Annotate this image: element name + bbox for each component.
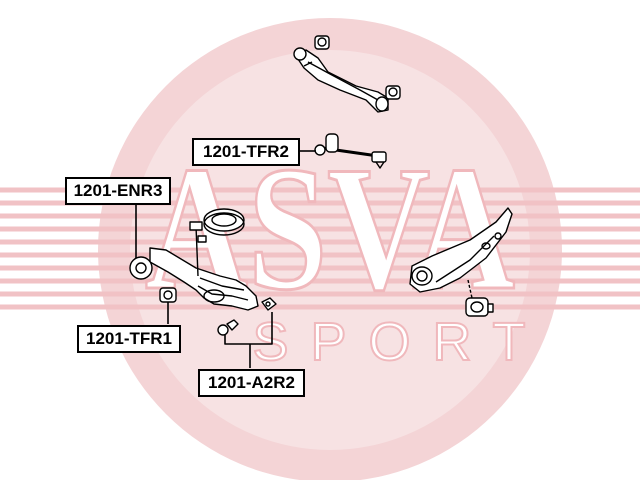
part-label-1201-tfr2[interactable]: 1201-TFR2 (192, 138, 300, 166)
lower-control-arm (149, 247, 259, 311)
watermark-tagline: SPORT (252, 312, 547, 372)
camber-bolt-nut (217, 319, 239, 336)
trailing-arm-bushing (465, 297, 494, 317)
camber-bolt-head (261, 297, 277, 311)
spring-seat (203, 208, 245, 236)
lower-arm-bushing (129, 256, 153, 280)
upper-control-arm (293, 47, 389, 113)
part-label-1201-enr3[interactable]: 1201-ENR3 (65, 177, 171, 205)
upper-arm-bushing-right (385, 85, 401, 100)
leader-lines (135, 150, 316, 368)
part-label-1201-tfr1[interactable]: 1201-TFR1 (77, 325, 181, 353)
stabilizer-link (189, 221, 207, 277)
toe-link (314, 133, 387, 169)
tfr1-bushing (159, 287, 177, 303)
part-label-1201-a2r2[interactable]: 1201-A2R2 (198, 369, 305, 397)
leader-a2r2 (224, 312, 273, 368)
upper-arm-bushing-left (314, 35, 330, 50)
trailing-arm (409, 207, 513, 299)
